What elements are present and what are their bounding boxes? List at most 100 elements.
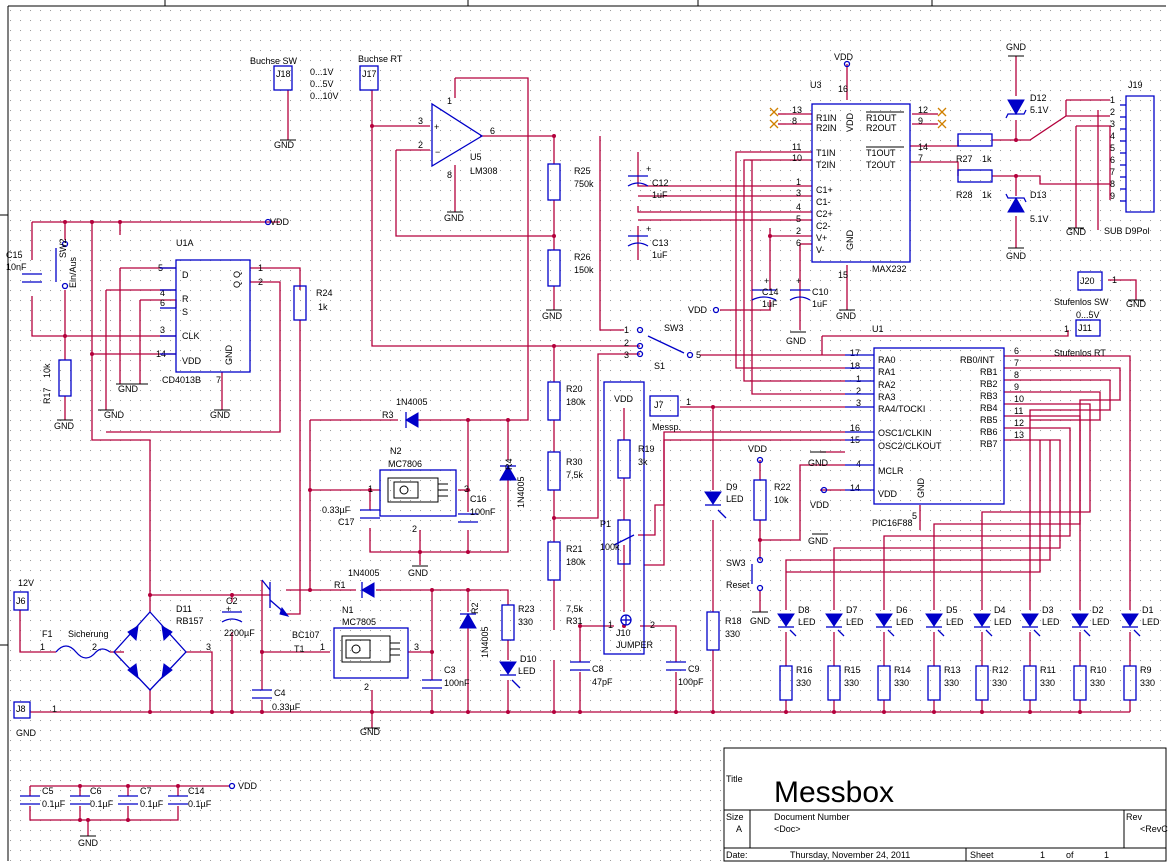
svg-text:RA3: RA3 <box>878 392 896 402</box>
svg-text:D12: D12 <box>1030 93 1047 103</box>
led-resistor-array: D8LEDR16330D7LEDR15330D6LEDR14330D5LEDR1… <box>777 605 1160 701</box>
svg-text:GND: GND <box>750 616 771 626</box>
svg-text:Q: Q <box>232 271 242 278</box>
resistor-r25: R25 750k <box>547 163 594 201</box>
svg-text:+: + <box>226 604 231 614</box>
jumper-j10: VDD R19 3k P1 100k 1 2 J10 JUMPER <box>600 381 655 655</box>
svg-text:11: 11 <box>792 142 801 152</box>
led-type: LED <box>846 617 864 627</box>
led-ref: D4 <box>994 605 1006 615</box>
svg-text:750k: 750k <box>574 179 594 189</box>
switch-sw2: SW2 Ein/Aus <box>55 238 78 290</box>
u5-value: LM308 <box>470 166 498 176</box>
svg-text:GND: GND <box>808 458 829 468</box>
resistor-ref: R12 <box>992 665 1009 675</box>
svg-text:RA4/TOCKI: RA4/TOCKI <box>878 404 925 414</box>
svg-text:J6: J6 <box>16 596 26 606</box>
svg-text:2: 2 <box>796 226 801 236</box>
microcontroller-u1: U1 PIC16F88 RA0 RA1 RA2 RA3 RA4/TOCKI OS… <box>808 324 1024 546</box>
svg-text:Stufenlos RT: Stufenlos RT <box>1054 348 1106 358</box>
svg-text:CD4013B: CD4013B <box>162 375 201 385</box>
j18-range-2: 0...5V <box>310 79 334 89</box>
svg-text:C4: C4 <box>274 688 286 698</box>
svg-text:8: 8 <box>1014 370 1019 380</box>
svg-text:VDD: VDD <box>688 305 708 315</box>
svg-text:C1+: C1+ <box>816 185 833 195</box>
svg-text:2200µF: 2200µF <box>224 628 255 638</box>
resistor-value: 330 <box>844 678 859 688</box>
svg-text:2: 2 <box>1110 107 1115 117</box>
svg-text:1: 1 <box>624 325 629 335</box>
svg-text:5.1V: 5.1V <box>1030 105 1049 115</box>
svg-text:RA1: RA1 <box>878 367 896 377</box>
svg-text:10: 10 <box>1014 394 1024 404</box>
j18-range-1: 0...1V <box>310 67 334 77</box>
svg-text:5: 5 <box>696 350 701 360</box>
svg-text:5.1V: 5.1V <box>1030 214 1049 224</box>
resistor-value: 330 <box>796 678 811 688</box>
capacitor-c2: C2 + 2200µF <box>221 596 255 638</box>
svg-text:3: 3 <box>414 642 419 652</box>
svg-text:Sicherung: Sicherung <box>68 629 109 639</box>
opamp-u5: + − U5 LM308 3 2 6 8 1 GND <box>418 96 498 223</box>
svg-text:C5: C5 <box>42 786 54 796</box>
svg-text:C13: C13 <box>652 238 669 248</box>
resistor-r23: R23 330 <box>501 604 535 641</box>
svg-text:J8: J8 <box>16 704 26 714</box>
connector-j11: J11 1 Stufenlos RT <box>1054 319 1106 358</box>
svg-text:S1: S1 <box>654 361 665 371</box>
svg-text:GND: GND <box>360 727 381 737</box>
svg-text:+: + <box>646 224 651 234</box>
zener-d13: D13 5.1V GND <box>1005 190 1049 261</box>
svg-text:2: 2 <box>412 524 417 534</box>
svg-text:Ein/Aus: Ein/Aus <box>68 256 78 288</box>
svg-text:RB7: RB7 <box>980 439 998 449</box>
capacitor-c10: + C10 1uF GND <box>786 276 829 346</box>
svg-text:3: 3 <box>418 116 423 126</box>
resistor-ref: R16 <box>796 665 813 675</box>
svg-text:T2OUT: T2OUT <box>866 160 896 170</box>
svg-text:6: 6 <box>1014 346 1019 356</box>
svg-text:R20: R20 <box>566 384 583 394</box>
led-ref: D6 <box>896 605 908 615</box>
svg-text:R22: R22 <box>774 482 791 492</box>
svg-text:C2: C2 <box>226 596 238 606</box>
svg-text:+: + <box>646 164 651 174</box>
svg-text:GND: GND <box>808 536 829 546</box>
svg-text:0.33µF: 0.33µF <box>322 505 351 515</box>
resistor-ref: R14 <box>894 665 911 675</box>
svg-text:JUMPER: JUMPER <box>616 640 654 650</box>
diode-r4: R4 1N4005 <box>499 458 526 508</box>
svg-text:Reset: Reset <box>726 580 750 590</box>
svg-text:D: D <box>182 270 189 280</box>
led-ref: D2 <box>1092 605 1104 615</box>
svg-text:GND: GND <box>444 213 465 223</box>
svg-text:10: 10 <box>792 153 802 163</box>
svg-text:GND: GND <box>836 311 857 321</box>
svg-text:OSC1/CLKIN: OSC1/CLKIN <box>878 428 932 438</box>
svg-text:13: 13 <box>792 105 802 115</box>
svg-text:GND: GND <box>118 384 139 394</box>
svg-text:V+: V+ <box>816 233 827 243</box>
svg-text:R1: R1 <box>334 580 346 590</box>
capacitor-c17: 0.33µF C17 <box>322 505 380 527</box>
resistor-r27: R27 1k <box>956 133 993 164</box>
fuse-f1: F1 Sicherung 1 2 <box>40 629 111 659</box>
svg-text:RB0/INT: RB0/INT <box>960 355 995 365</box>
svg-text:7: 7 <box>216 375 221 385</box>
svg-text:1N4005: 1N4005 <box>516 476 526 508</box>
svg-text:F1: F1 <box>42 629 53 639</box>
zener-d12: D12 5.1V GND <box>1005 42 1049 119</box>
svg-text:1: 1 <box>52 704 57 714</box>
capacitor-c12: + C12 1uF <box>627 164 669 200</box>
svg-text:T2IN: T2IN <box>816 160 836 170</box>
svg-text:180k: 180k <box>566 557 586 567</box>
svg-text:2: 2 <box>92 642 97 652</box>
